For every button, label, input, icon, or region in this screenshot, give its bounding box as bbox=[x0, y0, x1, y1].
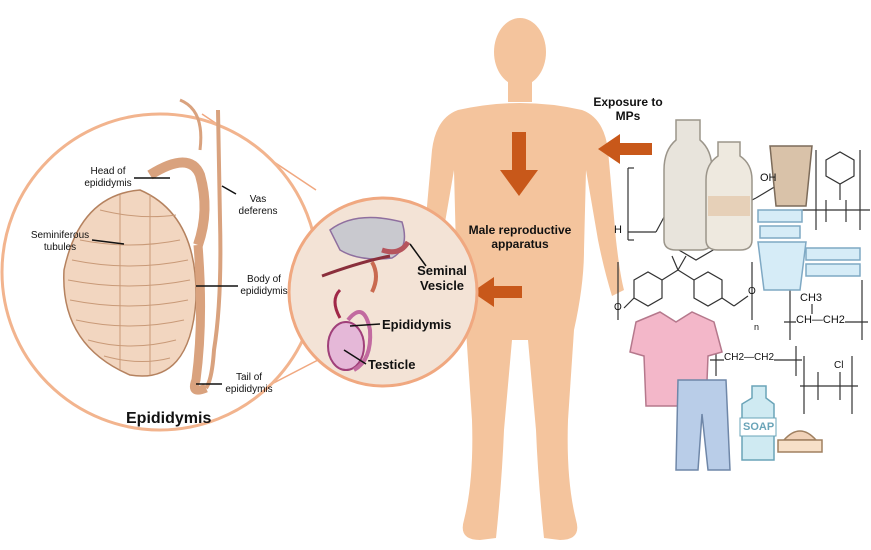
label-vas-deferens: Vas deferens bbox=[234, 194, 282, 217]
label-tail-epididymis: Tail of epididymis bbox=[216, 372, 282, 395]
chem-cl: Cl bbox=[834, 360, 843, 372]
label-seminiferous: Seminiferous tubules bbox=[26, 230, 94, 253]
chem-ch3: CH3 bbox=[800, 292, 822, 305]
soap-label: SOAP bbox=[743, 421, 774, 434]
soap-dish-icon bbox=[778, 431, 822, 452]
chem-o1: O bbox=[614, 302, 622, 314]
label-seminal-vesicle: Seminal Vesicle bbox=[416, 264, 468, 294]
label-testicle: Testicle bbox=[368, 358, 415, 373]
epididymis-title: Epididymis bbox=[126, 410, 211, 428]
label-male-reproductive: Male reproductive apparatus bbox=[466, 224, 574, 252]
label-body-epididymis: Body of epididymis bbox=[236, 274, 292, 297]
label-epididymis: Epididymis bbox=[382, 318, 451, 333]
chem-n: n bbox=[754, 322, 759, 332]
bottle-icons bbox=[664, 120, 752, 250]
chem-h: H bbox=[614, 224, 622, 237]
chem-ch2ch2: CH2—CH2 bbox=[724, 352, 774, 364]
label-exposure: Exposure to MPs bbox=[592, 96, 664, 124]
container-icons bbox=[758, 210, 860, 290]
chem-chch2: CH—CH2 bbox=[796, 314, 845, 327]
chem-oh: OH bbox=[760, 172, 777, 185]
jeans-icon bbox=[676, 380, 730, 470]
label-head-epididymis: Head of epididymis bbox=[80, 166, 136, 189]
chem-o2: O bbox=[748, 286, 756, 298]
